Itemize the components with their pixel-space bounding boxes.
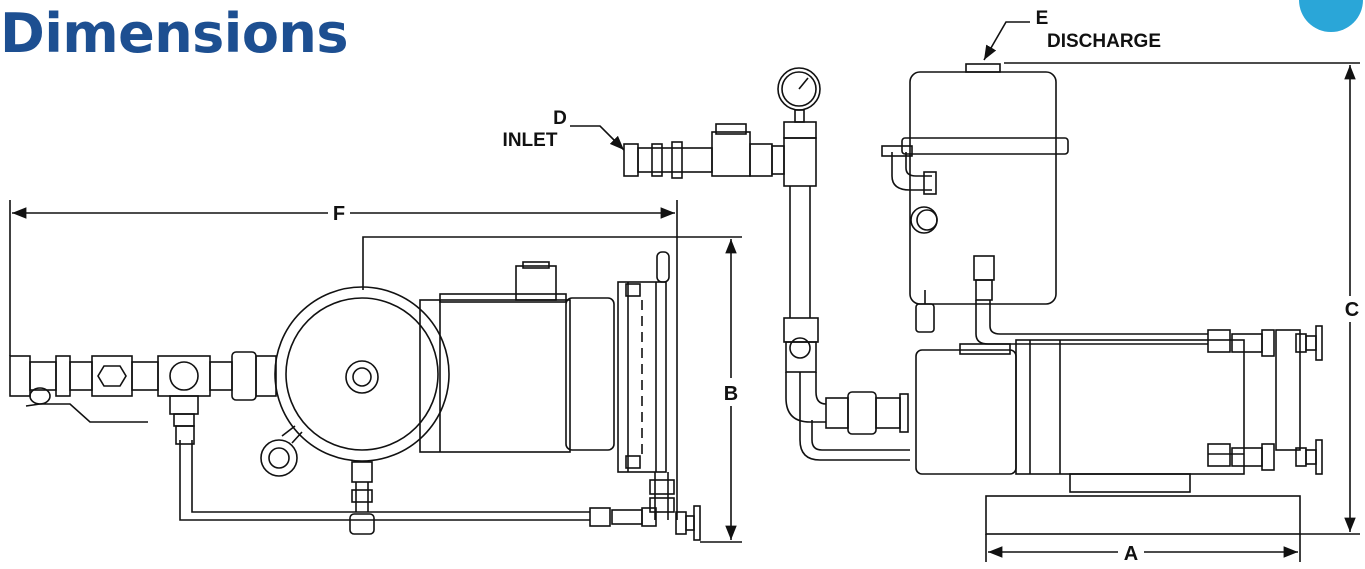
inlet-tee xyxy=(783,137,817,187)
left-view xyxy=(9,236,742,541)
right-view xyxy=(881,63,1323,535)
discharge-label: DISCHARGE xyxy=(1047,31,1161,52)
inlet-leader xyxy=(570,125,625,151)
dim-label-b: B xyxy=(724,383,738,405)
dim-label-f: F xyxy=(333,203,345,225)
union-fitting xyxy=(9,355,31,397)
dimension-f xyxy=(9,200,678,520)
right-motor xyxy=(915,349,1017,475)
dim-label-a: A xyxy=(1124,543,1138,565)
dimension-a xyxy=(985,534,1301,562)
inlet-label: INLET xyxy=(503,130,558,151)
motor-body xyxy=(419,299,571,453)
page-title: Dimensions xyxy=(0,2,349,65)
inlet-letter: D xyxy=(553,108,567,129)
discharge-leader xyxy=(983,21,1030,61)
dimension-b xyxy=(700,239,742,543)
base-plate xyxy=(985,495,1301,535)
dimension-c xyxy=(1004,62,1360,535)
pump-casing xyxy=(274,286,450,462)
inlet-piping xyxy=(623,67,910,461)
discharge-letter: E xyxy=(1036,8,1049,29)
junction-box xyxy=(515,265,557,301)
tank xyxy=(909,71,1057,305)
strainer xyxy=(711,131,751,177)
seal-bracket xyxy=(617,281,667,473)
dim-label-c: C xyxy=(1345,299,1359,321)
